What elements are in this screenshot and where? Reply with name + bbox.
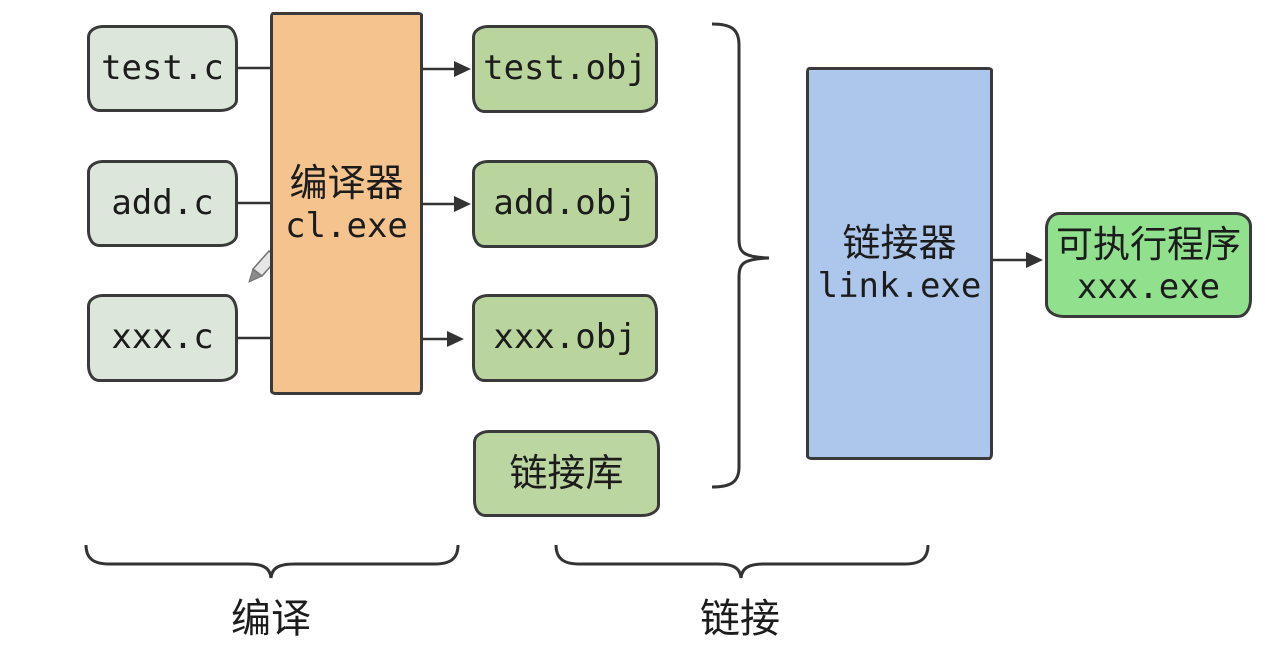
compile-stage-brace (84, 544, 460, 579)
compile-stage-label: 编译 (231, 596, 311, 642)
object-file-box-xxx-obj: xxx.obj (472, 294, 658, 382)
source-file-box-xxx-c: xxx.c (87, 294, 238, 382)
executable-box: 可执行程序 xxx.exe (1045, 212, 1252, 318)
link-stage-brace (554, 544, 930, 579)
link-library-label: 链接库 (509, 451, 624, 496)
arrowhead-test-obj (454, 61, 471, 77)
object-file-box-add-obj: add.obj (472, 160, 658, 248)
arrowhead-executable (1026, 252, 1043, 268)
executable-title: 可执行程序 (1056, 222, 1241, 266)
source-file-label: test.c (101, 47, 224, 88)
source-file-box-add-c: add.c (87, 160, 238, 247)
linker-program: link.exe (817, 265, 982, 306)
object-file-label: xxx.obj (493, 317, 637, 358)
object-file-box-test-obj: test.obj (472, 25, 658, 113)
arrowhead-add-obj (454, 196, 471, 212)
executable-program: xxx.exe (1076, 266, 1221, 307)
linker-box: 链接器 link.exe (806, 67, 993, 460)
arrowhead-xxx-obj (447, 331, 464, 347)
compiler-program: cl.exe (285, 205, 408, 246)
source-file-box-test-c: test.c (87, 25, 238, 112)
objects-group-brace (711, 22, 770, 489)
compiler-box: 编译器 cl.exe (270, 12, 423, 395)
object-file-label: add.obj (493, 183, 637, 224)
object-file-label: test.obj (483, 48, 647, 89)
source-file-label: xxx.c (111, 317, 214, 358)
source-file-label: add.c (111, 182, 214, 223)
linker-title: 链接器 (842, 220, 957, 265)
link-stage-label: 链接 (700, 596, 780, 642)
link-library-box: 链接库 (473, 430, 660, 517)
compiler-title: 编译器 (289, 160, 404, 205)
